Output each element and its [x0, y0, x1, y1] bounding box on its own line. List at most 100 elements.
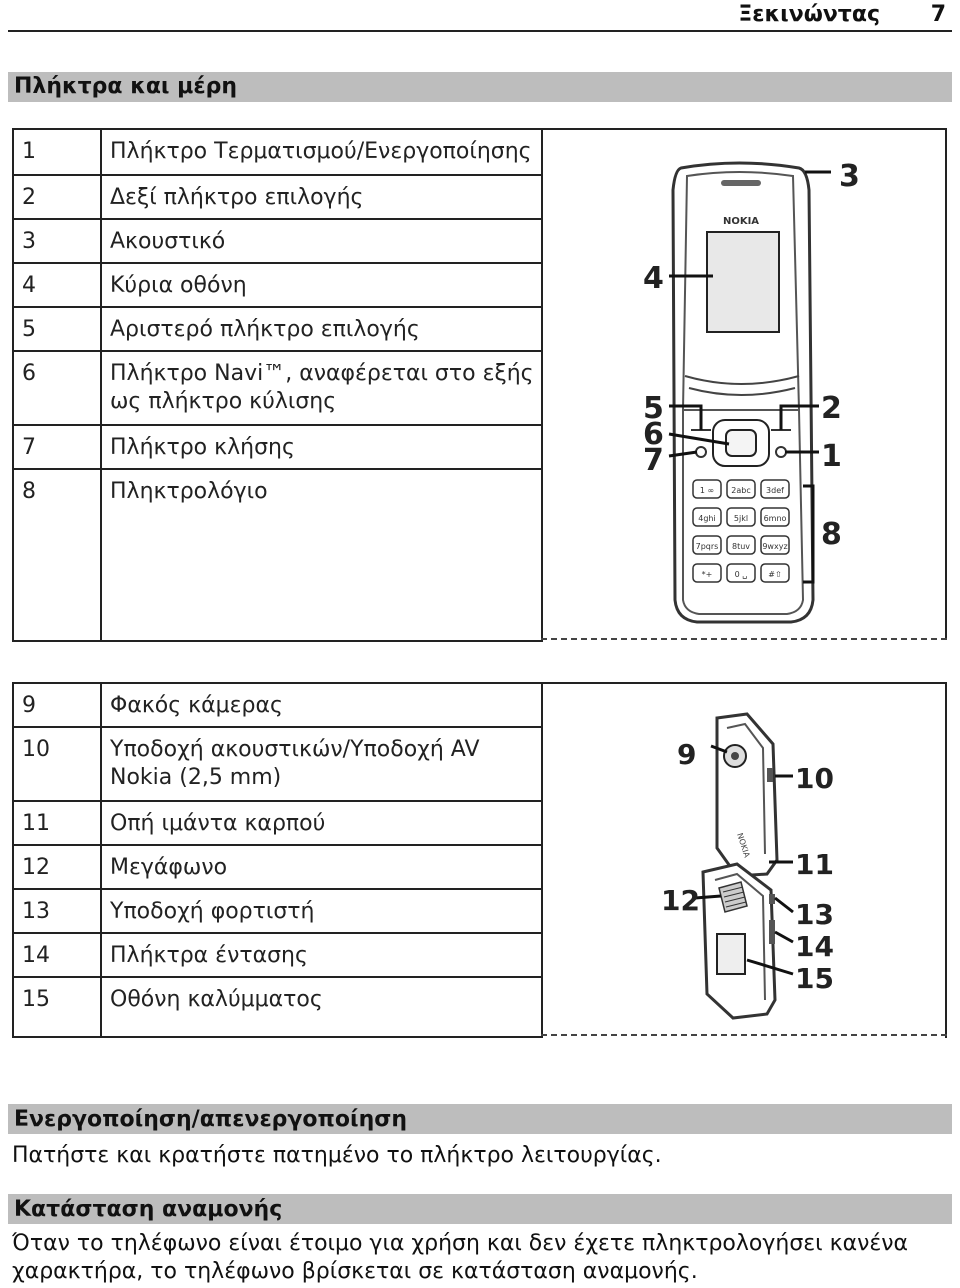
part-label: Πληκτρολόγιο [100, 468, 543, 642]
part-label: Φακός κάμερας [100, 682, 543, 728]
part-label: Πλήκτρο κλήσης [100, 424, 543, 470]
keypad-key [692, 479, 722, 499]
phone-back-figure: NOKIA 9 10 11 12 13 14 15 [541, 682, 947, 1038]
callout-1: 1 [821, 439, 842, 474]
section-heading-power: Ενεργοποίηση/απενεργοποίηση [8, 1104, 952, 1134]
keypad-key [760, 563, 790, 583]
power-instructions: Πατήστε και κρατήστε πατημένο το πλήκτρο… [12, 1143, 662, 1168]
page-header: Ξεκινώντας 7 [0, 0, 960, 32]
figure-divider [541, 1034, 947, 1036]
part-label: Πλήκτρα έντασης [100, 932, 543, 978]
keypad-key [760, 479, 790, 499]
keypad-key-label: #⇧ [768, 570, 781, 579]
part-number: 7 [12, 424, 102, 470]
keypad-key [692, 535, 722, 555]
callout-10: 10 [795, 762, 834, 795]
part-label: Πλήκτρο Navi™, αναφέρεται στο εξής ως πλ… [100, 350, 543, 426]
part-number: 6 [12, 350, 102, 426]
keypad-key-label: 1 ∞ [700, 486, 714, 495]
header-page-number: 7 [930, 2, 946, 27]
callout-2: 2 [821, 391, 842, 426]
part-number: 12 [12, 844, 102, 890]
cover-display-icon [716, 933, 746, 975]
part-number: 8 [12, 468, 102, 642]
callout-12: 12 [661, 884, 700, 917]
part-number: 14 [12, 932, 102, 978]
keypad-key-label: 0 ␣ [735, 570, 748, 579]
keypad-key [726, 563, 756, 583]
keypad-key-label: 2abc [731, 486, 750, 495]
standby-description: Όταν το τηλέφωνο είναι έτοιμο για χρήση … [12, 1231, 909, 1284]
keypad-key-label: 4ghi [698, 514, 715, 523]
part-label: Οθόνη καλύμματος [100, 976, 543, 1038]
callout-6: 6 [643, 417, 664, 452]
keypad-key [760, 535, 790, 555]
part-number: 15 [12, 976, 102, 1038]
callout-7: 7 [643, 443, 664, 478]
front-brand-text: NOKIA [723, 216, 759, 227]
phone-back-illustration: NOKIA 9 10 11 12 13 14 15 [661, 712, 834, 1020]
callout-9: 9 [677, 738, 696, 771]
section-heading-standby: Κατάσταση αναμονής [8, 1194, 952, 1224]
part-number: 3 [12, 218, 102, 264]
callout-14: 14 [795, 930, 834, 963]
keypad-key [726, 507, 756, 527]
callout-8: 8 [821, 517, 842, 552]
part-number: 1 [12, 128, 102, 176]
keypad-key-label: 3def [766, 486, 784, 495]
keypad-key [726, 479, 756, 499]
part-label: Πλήκτρο Τερματισμού/Ενεργοποίησης [100, 128, 543, 176]
keypad-key [692, 507, 722, 527]
part-label: Αριστερό πλήκτρο επιλογής [100, 306, 543, 352]
section-heading-keys: Πλήκτρα και μέρη [8, 72, 952, 102]
callout-3: 3 [839, 159, 860, 194]
keypad-key [760, 507, 790, 527]
keypad-key-label: 8tuv [732, 542, 750, 551]
part-label: Δεξί πλήκτρο επιλογής [100, 174, 543, 220]
part-number: 9 [12, 682, 102, 728]
part-number: 13 [12, 888, 102, 934]
part-number: 2 [12, 174, 102, 220]
part-label: Κύρια οθόνη [100, 262, 543, 308]
part-number: 11 [12, 800, 102, 846]
header-section-title: Ξεκινώντας [738, 2, 880, 27]
callout-15: 15 [795, 962, 834, 995]
part-label: Μεγάφωνο [100, 844, 543, 890]
keypad-key-label: 6mno [764, 514, 787, 523]
part-label: Οπή ιμάντα καρπού [100, 800, 543, 846]
speaker-grille-icon [718, 881, 748, 913]
figure-divider [541, 638, 947, 640]
callout-4: 4 [643, 261, 664, 296]
header-rule [8, 30, 952, 32]
keypad-key-label: *+ [702, 570, 713, 579]
keypad-key-label: 7pqrs [696, 542, 719, 551]
part-label: Ακουστικό [100, 218, 543, 264]
part-number: 5 [12, 306, 102, 352]
keypad-key [726, 535, 756, 555]
keypad-key-label: 9wxyz [762, 542, 787, 551]
part-label: Υποδοχή ακουστικών/Υποδοχή AV Nokia (2,5… [100, 726, 543, 802]
keypad-key [692, 563, 722, 583]
part-label: Υποδοχή φορτιστή [100, 888, 543, 934]
part-number: 10 [12, 726, 102, 802]
part-number: 4 [12, 262, 102, 308]
